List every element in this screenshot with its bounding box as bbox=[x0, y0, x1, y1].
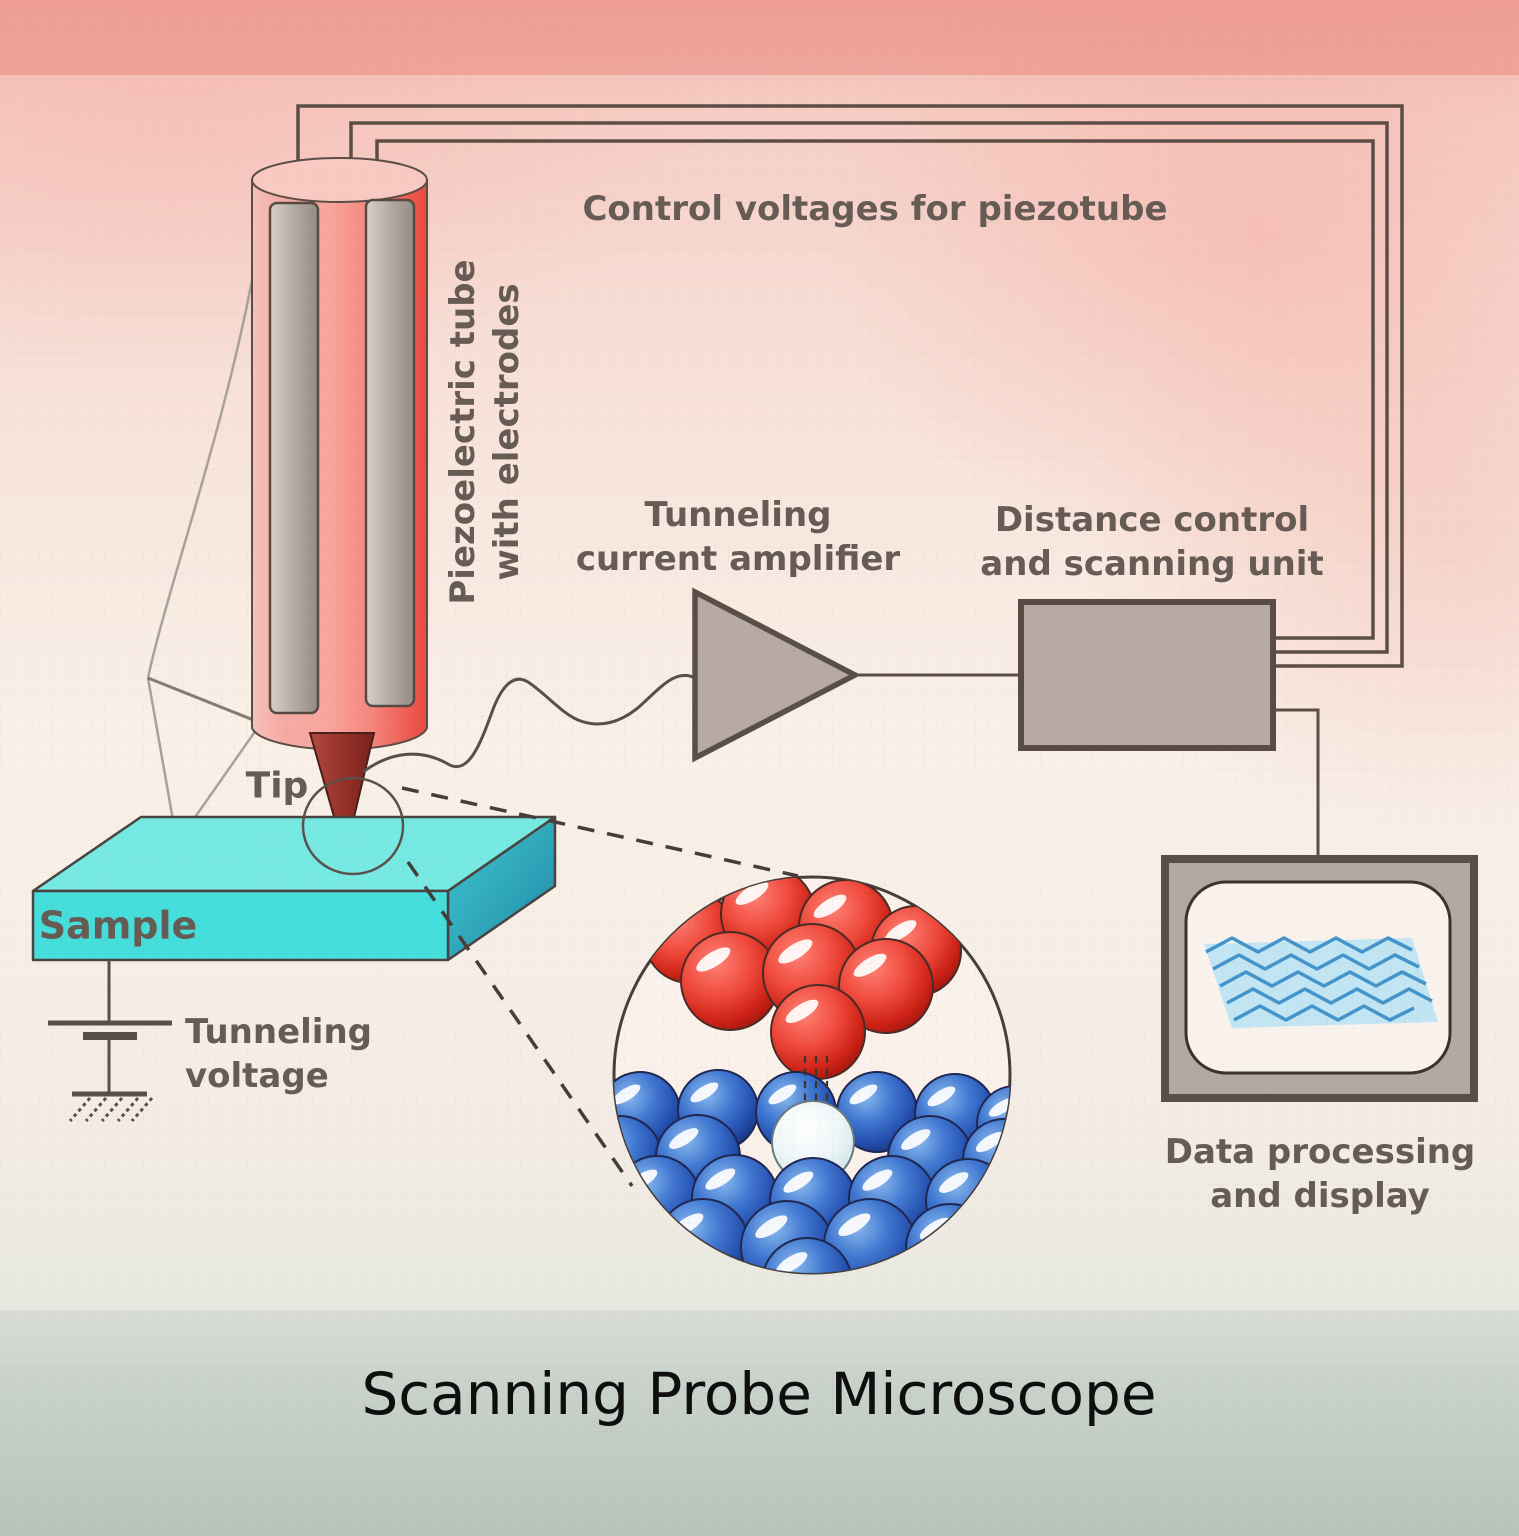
tunneling-voltage-circuit bbox=[48, 960, 172, 1122]
tip-magnifier-circle bbox=[301, 776, 405, 876]
sample-atom bbox=[761, 1237, 853, 1273]
tunneling-gap-dashes bbox=[803, 1056, 829, 1104]
top-salmon-band bbox=[0, 0, 1519, 75]
atom-highlight bbox=[939, 1172, 969, 1193]
atom-cluster bbox=[614, 877, 1010, 1273]
tunneling-current-signal-wire bbox=[362, 673, 696, 774]
atom-highlight bbox=[838, 1213, 871, 1237]
atom-highlight bbox=[614, 1084, 641, 1105]
atom-highlight bbox=[778, 939, 813, 964]
atom-highlight bbox=[776, 1252, 808, 1273]
atom-highlight bbox=[862, 1169, 893, 1191]
wire-outer bbox=[296, 104, 1404, 668]
label-distance-control: Distance control and scanning unit bbox=[980, 499, 1324, 584]
atom-highlight bbox=[975, 1131, 1005, 1153]
atom-highlight bbox=[690, 1082, 719, 1103]
ground-hatches bbox=[68, 1097, 154, 1122]
atom-highlight bbox=[696, 947, 731, 972]
right-electrode bbox=[364, 198, 416, 708]
magnifier-dashed-lines bbox=[401, 786, 799, 1187]
left-electrode bbox=[268, 201, 320, 715]
sample-front-face bbox=[31, 889, 450, 962]
atom-highlight bbox=[885, 920, 917, 943]
box-to-monitor-wire bbox=[1273, 708, 1320, 860]
tip-cone bbox=[308, 732, 376, 859]
atom-highlight bbox=[919, 1217, 951, 1240]
bottom-green-band bbox=[0, 1310, 1519, 1536]
flexure-sketch-lines bbox=[146, 257, 263, 845]
piezoelectric-tube-graphic bbox=[251, 157, 428, 859]
tip-atom bbox=[770, 984, 866, 1080]
sample-atom bbox=[925, 1158, 1010, 1244]
label-data-processing: Data processing and display bbox=[1164, 1131, 1476, 1216]
label-control-voltages: Control voltages for piezotube bbox=[582, 188, 1168, 229]
sample-block bbox=[31, 815, 557, 962]
sample-atom bbox=[656, 1198, 750, 1273]
label-piezoelectric-tube: Piezoelectric tube with electrodes bbox=[442, 259, 527, 605]
sample-atom bbox=[823, 1198, 917, 1273]
atom-highlight bbox=[849, 1084, 878, 1105]
atom-highlight bbox=[785, 999, 819, 1023]
atom-highlight bbox=[755, 1215, 788, 1239]
atom-highlight bbox=[813, 894, 847, 918]
atom-highlight bbox=[614, 1129, 621, 1150]
atom-highlight bbox=[669, 1128, 699, 1149]
distance-control-box bbox=[1018, 599, 1276, 751]
amplifier-triangle bbox=[692, 587, 861, 763]
label-tunneling-current-amplifier: Tunneling current amplifier bbox=[575, 494, 901, 579]
atom-highlight bbox=[783, 1171, 814, 1193]
monitor bbox=[1161, 855, 1478, 1102]
label-tip: Tip bbox=[245, 765, 309, 807]
atom-highlight bbox=[705, 1168, 736, 1190]
atom-highlight bbox=[735, 881, 769, 905]
atom-highlight bbox=[853, 953, 887, 977]
scan-image-waves bbox=[1204, 936, 1438, 1028]
page-title: Scanning Probe Microscope bbox=[361, 1360, 1157, 1428]
label-sample: Sample bbox=[38, 903, 198, 948]
atom-highlight bbox=[768, 1084, 797, 1105]
label-tunneling-voltage: Tunneling voltage bbox=[185, 1011, 372, 1096]
atom-highlight bbox=[927, 1086, 956, 1107]
atom-highlight bbox=[901, 1129, 931, 1150]
wire-middle bbox=[349, 121, 1389, 654]
